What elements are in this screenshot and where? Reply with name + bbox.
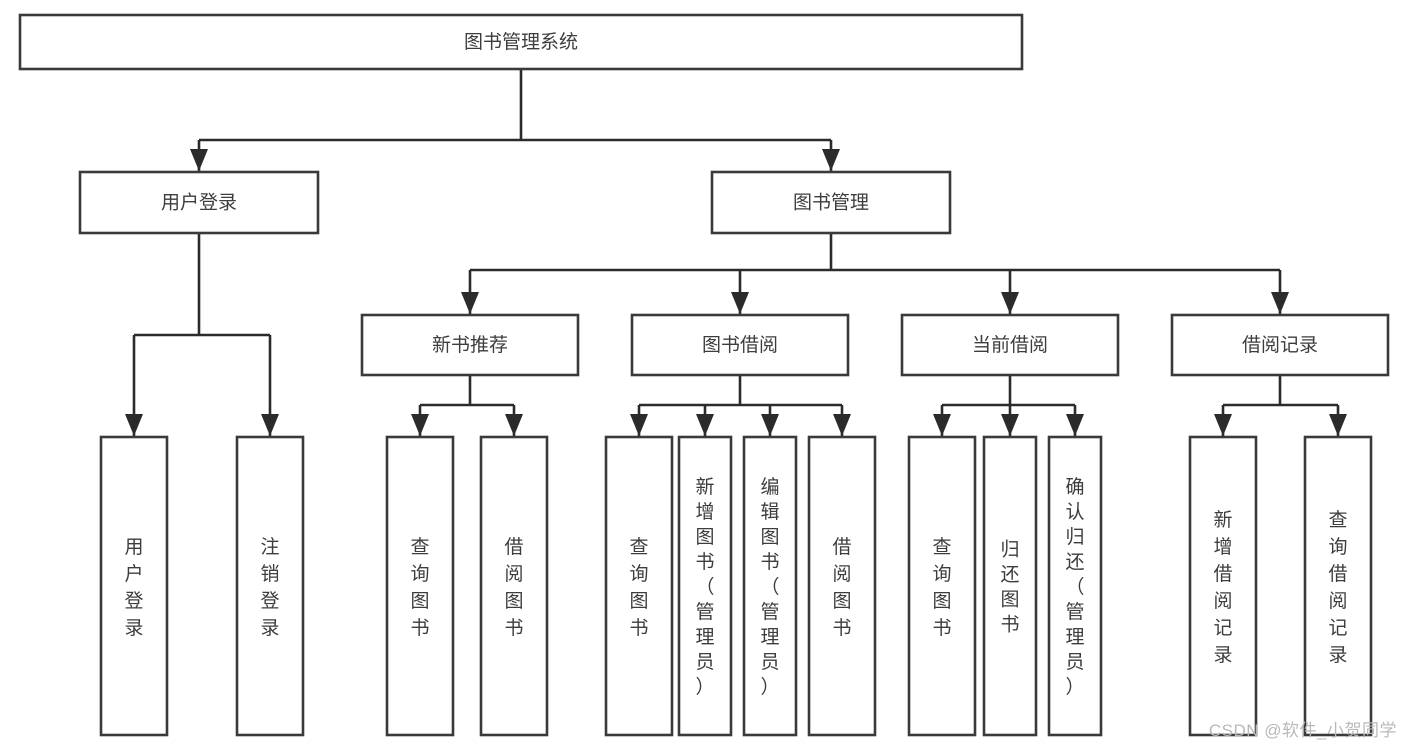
- node-root[interactable]: 图书管理系统: [18, 13, 1024, 71]
- node-label-confirm-return-admin: 确认归还（管理员）: [1065, 476, 1084, 698]
- arrow-head-icon-borrow-records-1: [1329, 414, 1347, 436]
- node-box-book-borrow: [630, 313, 850, 377]
- node-box-confirm-return-admin: [1047, 435, 1103, 737]
- node-new-book-recommend[interactable]: 新书推荐: [360, 313, 580, 377]
- node-label-query-borrow-record: 查询借阅记录: [1328, 509, 1347, 666]
- node-label-book-management: 图书管理: [793, 192, 869, 214]
- node-add-borrow-record[interactable]: 新增借阅记录: [1188, 435, 1258, 737]
- arrow-head-icon-new-book-recommend-1: [505, 414, 523, 436]
- node-query-borrow-record[interactable]: 查询借阅记录: [1303, 435, 1373, 737]
- node-borrow-records[interactable]: 借阅记录: [1170, 313, 1390, 377]
- node-book-borrow[interactable]: 图书借阅: [630, 313, 850, 377]
- node-label-root: 图书管理系统: [464, 31, 578, 53]
- node-user-login[interactable]: 用户登录: [78, 170, 320, 235]
- arrow-head-icon-borrow-records-0: [1214, 414, 1232, 436]
- node-box-query-book-2: [604, 435, 674, 737]
- node-return-book[interactable]: 归还图书: [982, 435, 1038, 737]
- node-label-user-logout: 注销登录: [260, 536, 279, 639]
- node-label-borrow-book-2: 借阅图书: [832, 536, 851, 639]
- arrow-head-icon-book-borrow-0: [630, 414, 648, 436]
- node-box-add-borrow-record: [1188, 435, 1258, 737]
- node-box-add-book-admin: [677, 435, 733, 737]
- node-box-query-borrow-record: [1303, 435, 1373, 737]
- node-label-add-book-admin: 新增图书（管理员）: [695, 476, 714, 698]
- node-label-add-borrow-record: 新增借阅记录: [1213, 509, 1232, 666]
- arrow-head-icon-book-management-1: [731, 292, 749, 314]
- arrow-head-icon-book-borrow-3: [833, 414, 851, 436]
- arrow-head-icon-root-1: [822, 149, 840, 171]
- node-box-user-login: [78, 170, 320, 235]
- node-label-query-book-3: 查询图书: [932, 536, 951, 639]
- node-label-return-book: 归还图书: [1000, 539, 1019, 636]
- node-box-query-book-1: [385, 435, 455, 737]
- node-query-book-2[interactable]: 查询图书: [604, 435, 674, 737]
- arrow-head-icon-book-management-0: [461, 292, 479, 314]
- node-user-login-do[interactable]: 用户登录: [99, 435, 169, 737]
- arrow-head-icon-current-borrow-1: [1001, 414, 1019, 436]
- node-box-return-book: [982, 435, 1038, 737]
- connector-layer: [125, 69, 1347, 436]
- node-current-borrow[interactable]: 当前借阅: [900, 313, 1120, 377]
- node-box-edit-book-admin: [742, 435, 798, 737]
- node-query-book-3[interactable]: 查询图书: [907, 435, 977, 737]
- node-confirm-return-admin[interactable]: 确认归还（管理员）: [1047, 435, 1103, 737]
- node-label-current-borrow: 当前借阅: [972, 334, 1048, 356]
- node-box-query-book-3: [907, 435, 977, 737]
- node-label-edit-book-admin: 编辑图书（管理员）: [760, 476, 779, 698]
- node-label-borrow-records: 借阅记录: [1242, 334, 1318, 356]
- arrow-head-icon-book-management-3: [1271, 292, 1289, 314]
- arrow-head-icon-root-0: [190, 149, 208, 171]
- node-box-borrow-book-2: [807, 435, 877, 737]
- arrow-head-icon-user-login-1: [261, 414, 279, 436]
- node-box-borrow-book-1: [479, 435, 549, 737]
- node-box-new-book-recommend: [360, 313, 580, 377]
- node-label-query-book-2: 查询图书: [629, 536, 648, 639]
- arrow-head-icon-user-login-0: [125, 414, 143, 436]
- node-label-borrow-book-1: 借阅图书: [504, 536, 523, 639]
- node-box-book-management: [710, 170, 952, 235]
- node-layer: 图书管理系统用户登录图书管理用户登录注销登录新书推荐图书借阅当前借阅借阅记录查询…: [18, 13, 1390, 737]
- node-borrow-book-2[interactable]: 借阅图书: [807, 435, 877, 737]
- node-label-book-borrow: 图书借阅: [702, 334, 778, 356]
- node-book-management[interactable]: 图书管理: [710, 170, 952, 235]
- node-box-user-logout: [235, 435, 305, 737]
- node-edit-book-admin[interactable]: 编辑图书（管理员）: [742, 435, 798, 737]
- node-label-user-login: 用户登录: [161, 192, 237, 214]
- arrow-head-icon-current-borrow-2: [1066, 414, 1084, 436]
- node-label-query-book-1: 查询图书: [410, 536, 429, 639]
- node-query-book-1[interactable]: 查询图书: [385, 435, 455, 737]
- arrow-head-icon-book-borrow-2: [761, 414, 779, 436]
- node-user-logout[interactable]: 注销登录: [235, 435, 305, 737]
- arrow-head-icon-book-borrow-1: [696, 414, 714, 436]
- node-borrow-book-1[interactable]: 借阅图书: [479, 435, 549, 737]
- node-label-new-book-recommend: 新书推荐: [432, 334, 508, 356]
- csdn-watermark: CSDN @软件_小贺同学: [1208, 721, 1397, 740]
- node-box-root: [18, 13, 1024, 71]
- node-add-book-admin[interactable]: 新增图书（管理员）: [677, 435, 733, 737]
- arrow-head-icon-current-borrow-0: [933, 414, 951, 436]
- arrow-head-icon-book-management-2: [1001, 292, 1019, 314]
- arrow-head-icon-new-book-recommend-0: [411, 414, 429, 436]
- node-box-current-borrow: [900, 313, 1120, 377]
- node-label-user-login-do: 用户登录: [124, 537, 143, 639]
- node-box-borrow-records: [1170, 313, 1390, 377]
- node-box-user-login-do: [99, 435, 169, 737]
